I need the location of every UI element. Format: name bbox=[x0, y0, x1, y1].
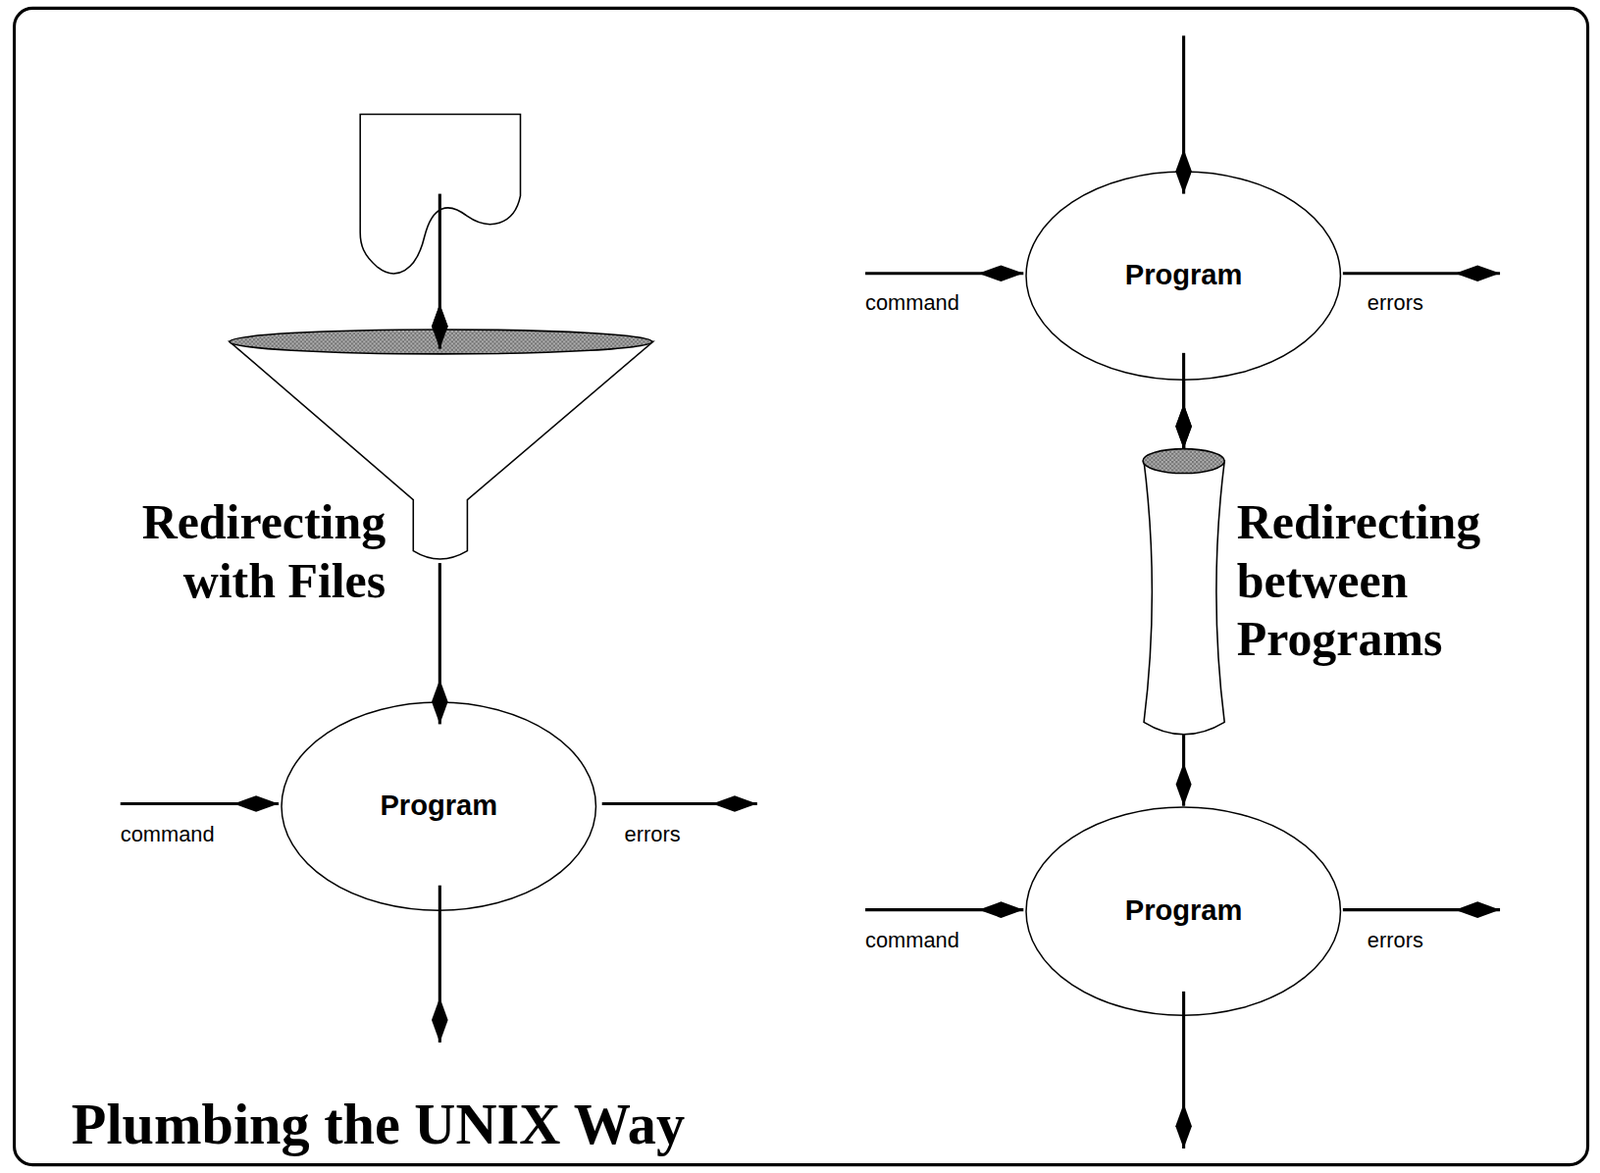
section-heading: Redirecting between Programs bbox=[1237, 493, 1482, 669]
stdout-line bbox=[1182, 353, 1186, 450]
errors-line bbox=[1342, 908, 1500, 912]
command-line bbox=[120, 802, 279, 806]
file-flow bbox=[438, 194, 442, 350]
stream-label: errors bbox=[624, 822, 681, 847]
stream-label: command bbox=[120, 822, 215, 847]
errors-line bbox=[1342, 271, 1500, 275]
command-line bbox=[865, 908, 1024, 912]
program-ellipse: Program bbox=[1025, 170, 1342, 381]
program-name: Program bbox=[379, 789, 498, 823]
stream-label: errors bbox=[1367, 928, 1424, 953]
section-heading: Redirecting with Files bbox=[142, 493, 387, 611]
errors-line bbox=[602, 802, 758, 806]
stdin-line bbox=[438, 563, 442, 724]
program-ellipse: Program bbox=[280, 701, 597, 912]
frame bbox=[14, 7, 1589, 1165]
command-line bbox=[865, 271, 1024, 275]
program-name: Program bbox=[1125, 894, 1243, 928]
program-ellipse: Program bbox=[1025, 806, 1342, 1017]
pipe bbox=[1143, 461, 1225, 735]
file-flow-head bbox=[438, 326, 442, 350]
diagram-title: Plumbing the UNIX Way bbox=[71, 1093, 685, 1157]
pipe-mouth bbox=[1142, 449, 1225, 474]
stdout-line bbox=[438, 885, 442, 1043]
stream-label: command bbox=[865, 928, 960, 953]
stdin-line bbox=[1182, 35, 1186, 194]
stream-label: command bbox=[865, 290, 960, 315]
pipe-flow-head bbox=[1182, 428, 1186, 450]
program-name: Program bbox=[1125, 258, 1243, 292]
stream-label: errors bbox=[1367, 290, 1424, 315]
